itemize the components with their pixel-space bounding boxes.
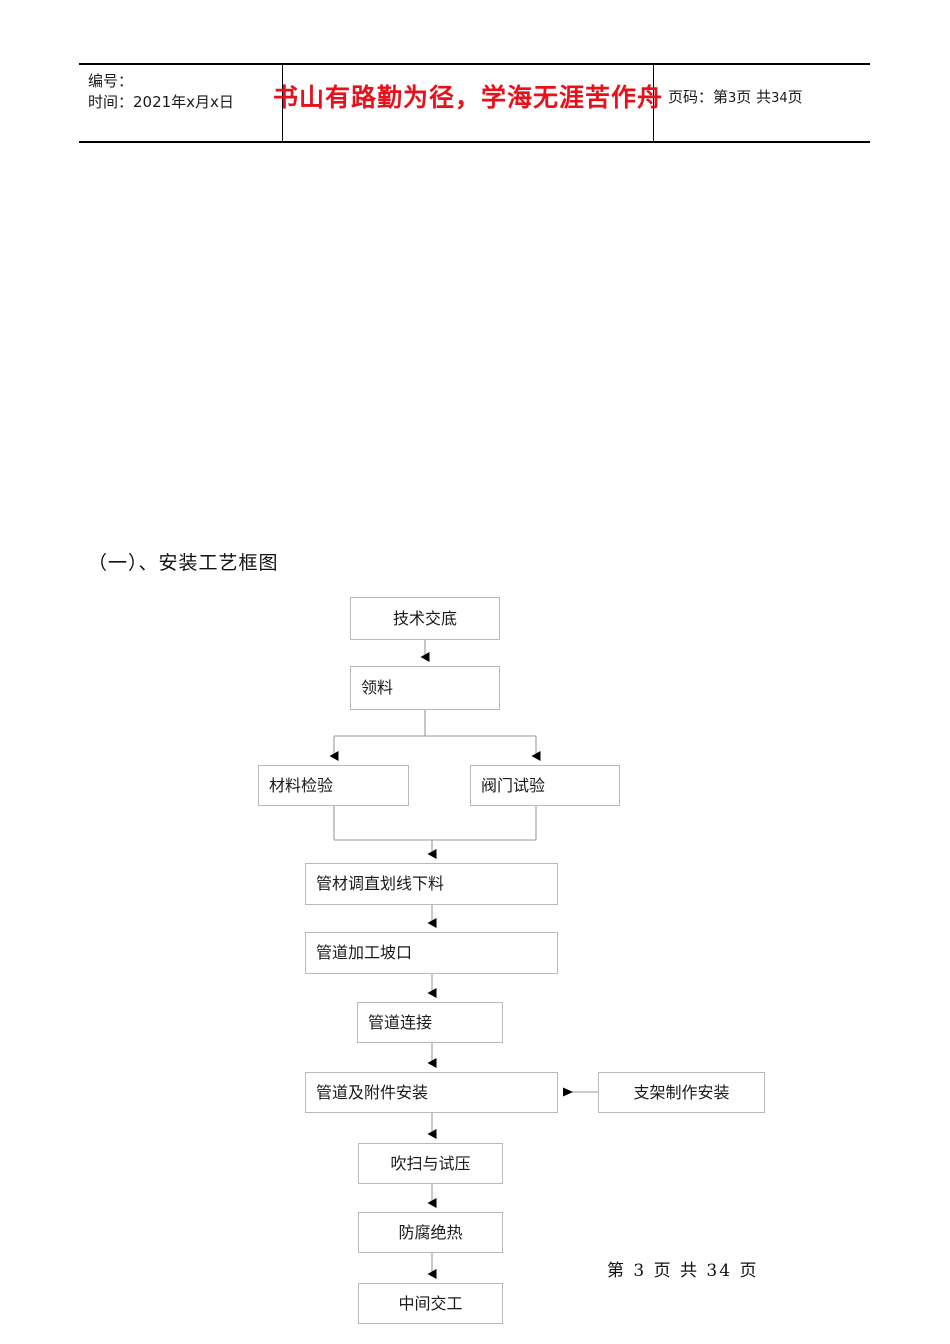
flow-node-label: 材料检验 xyxy=(269,775,334,795)
flow-node-label: 管道加工坡口 xyxy=(316,943,413,962)
header-page-suffix: 页 xyxy=(787,88,803,106)
flow-node-material-requisition[interactable]: 领料 xyxy=(350,666,500,710)
flow-node-valve-test[interactable]: 阀门试验 xyxy=(470,765,620,806)
section-heading: （一）、安装工艺框图 xyxy=(88,552,279,574)
header-cell-slogan: 书山有路勤为径，学海无涯苦作舟 xyxy=(273,65,662,141)
flow-node-pipe-and-fittings-installation[interactable]: 管道及附件安装 xyxy=(305,1072,558,1113)
flow-node-label: 管道连接 xyxy=(368,1012,433,1032)
header-page-current: 3 xyxy=(728,91,737,106)
flow-node-label: 吹扫与试压 xyxy=(390,1153,471,1173)
flow-node-technical-briefing[interactable]: 技术交底 xyxy=(350,597,500,640)
header-number-label: 编号： xyxy=(88,72,134,90)
header-time-label: 时间：2021年x月x日 xyxy=(88,93,234,111)
header-page-mid: 页 共 xyxy=(736,88,772,106)
header-cell-meta: 编号： 时间：2021年x月x日 xyxy=(79,65,282,141)
flow-node-pipe-straighten-mark-cut[interactable]: 管材调直划线下料 xyxy=(305,863,558,905)
flow-node-label: 领料 xyxy=(361,678,394,697)
flow-node-label: 中间交工 xyxy=(398,1293,463,1313)
header-cell-pagenum: 页码：第3页 共34页 xyxy=(654,65,870,141)
page-header-table: 编号： 时间：2021年x月x日 书山有路勤为径，学海无涯苦作舟 页码：第3页 … xyxy=(79,63,870,143)
flow-node-pipe-bevel-machining[interactable]: 管道加工坡口 xyxy=(305,932,558,974)
flow-node-anticorrosion-insulation[interactable]: 防腐绝热 xyxy=(358,1212,503,1253)
flow-node-intermediate-handover[interactable]: 中间交工 xyxy=(358,1283,503,1324)
header-page-prefix: 页码：第 xyxy=(668,88,729,106)
header-page-indicator: 页码：第3页 共34页 xyxy=(668,87,870,109)
header-page-total: 34 xyxy=(771,91,788,106)
flow-node-label: 技术交底 xyxy=(392,608,457,628)
flow-node-label: 阀门试验 xyxy=(481,775,546,795)
flow-node-label: 管材调直划线下料 xyxy=(316,874,445,893)
flow-node-purging-and-pressure-test[interactable]: 吹扫与试压 xyxy=(358,1143,503,1184)
footer-page-number: 第 3 页 共 34 页 xyxy=(607,1261,759,1281)
header-slogan: 书山有路勤为径，学海无涯苦作舟 xyxy=(273,83,664,112)
flow-node-pipe-connection[interactable]: 管道连接 xyxy=(357,1002,503,1043)
flow-node-label: 管道及附件安装 xyxy=(316,1082,429,1102)
flow-node-label: 防腐绝热 xyxy=(398,1222,463,1242)
flow-node-bracket-fabrication-installation[interactable]: 支架制作安装 xyxy=(598,1072,765,1113)
flow-node-label: 支架制作安装 xyxy=(633,1082,730,1102)
flow-node-material-inspection[interactable]: 材料检验 xyxy=(258,765,409,806)
